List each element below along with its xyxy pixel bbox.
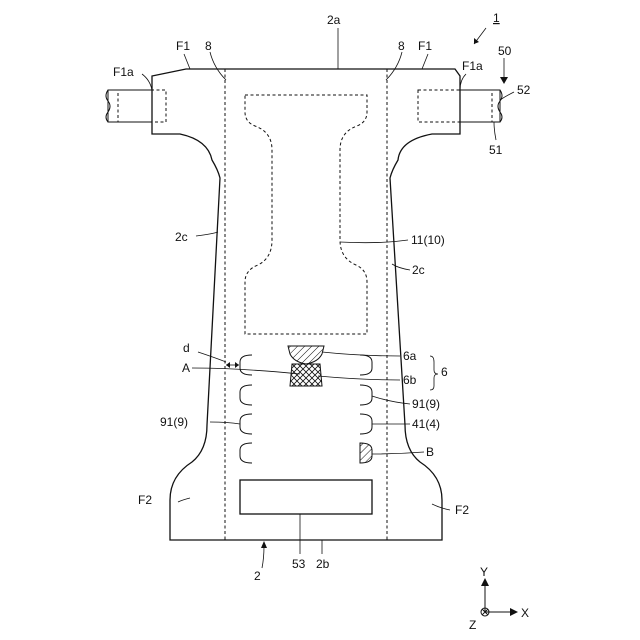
label-1: 1	[493, 11, 500, 25]
axis-label-x: X	[521, 606, 529, 620]
label-6a: 6a	[403, 349, 417, 363]
label-2b: 2b	[316, 557, 330, 571]
leader-lines	[142, 28, 514, 554]
label-52: 52	[517, 83, 531, 97]
label-F1-left: F1	[176, 39, 190, 53]
label-d: d	[183, 341, 190, 355]
label-50: 50	[498, 44, 512, 58]
left-fastening-tape	[106, 90, 166, 122]
element-6b	[290, 364, 322, 386]
label-F1a-left: F1a	[113, 65, 134, 79]
arrow-50	[500, 58, 508, 84]
arrow-1	[474, 28, 486, 44]
label-2a: 2a	[327, 13, 341, 27]
label-91-9-left: 91(9)	[160, 415, 188, 429]
coordinate-axes: Y X Z	[469, 565, 529, 632]
label-F2-right: F2	[455, 503, 469, 517]
left-bracket-marks	[240, 355, 252, 463]
right-bracket-marks	[360, 355, 372, 434]
label-8-left: 8	[205, 39, 212, 53]
label-F1a-right: F1a	[462, 59, 483, 73]
arrow-2	[261, 541, 267, 568]
label-11-10: 11(10)	[411, 233, 445, 247]
right-fastening-tape	[418, 90, 502, 122]
label-6: 6	[441, 365, 448, 379]
label-91-9-right: 91(9)	[412, 397, 440, 411]
absorbent-body	[245, 95, 367, 334]
label-41-4: 41(4)	[412, 417, 440, 431]
label-8-right: 8	[398, 39, 405, 53]
axis-label-z: Z	[469, 618, 476, 632]
element-53	[240, 480, 372, 514]
label-53: 53	[292, 557, 306, 571]
element-6a	[288, 346, 324, 364]
label-2c-right: 2c	[412, 263, 425, 277]
label-51: 51	[489, 143, 503, 157]
label-B: B	[426, 445, 434, 459]
label-2: 2	[254, 569, 261, 583]
axis-label-y: Y	[480, 565, 488, 579]
group-brace-6	[430, 356, 438, 390]
diaper-outline	[152, 69, 460, 540]
dimension-d	[226, 362, 239, 368]
label-F1-right: F1	[418, 39, 432, 53]
label-A: A	[182, 361, 190, 375]
label-F2-left: F2	[138, 493, 152, 507]
label-6b: 6b	[403, 373, 417, 387]
element-B	[360, 443, 372, 463]
label-2c-left: 2c	[175, 230, 188, 244]
